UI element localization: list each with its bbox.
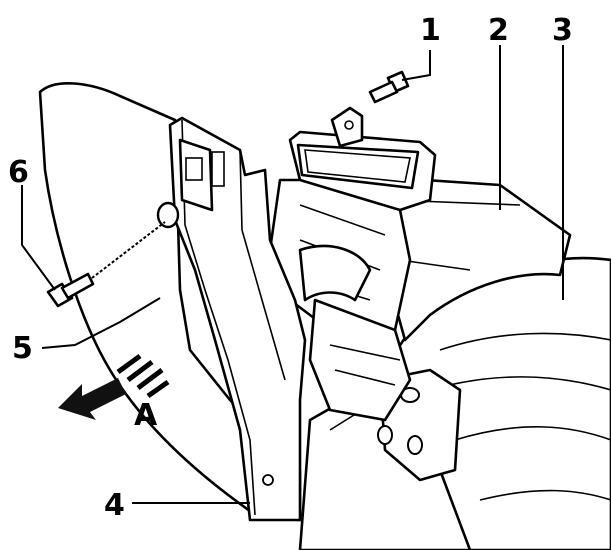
- callout-2: 2: [488, 13, 509, 48]
- bolt-1: [368, 70, 410, 104]
- leader-1: [401, 50, 431, 81]
- callout-1: 1: [420, 13, 441, 48]
- callout-3: 3: [552, 13, 573, 48]
- console-2: [348, 173, 572, 342]
- callout-6: 6: [8, 155, 29, 190]
- leader-5: [41, 297, 161, 349]
- callout-5: 5: [12, 331, 33, 366]
- callout-4: 4: [104, 488, 125, 523]
- leader-6: [21, 185, 56, 291]
- duct-lower: [308, 298, 412, 422]
- arrow-label: A: [134, 398, 158, 433]
- direction-arrow: [58, 353, 170, 420]
- bracket-4: [168, 116, 307, 522]
